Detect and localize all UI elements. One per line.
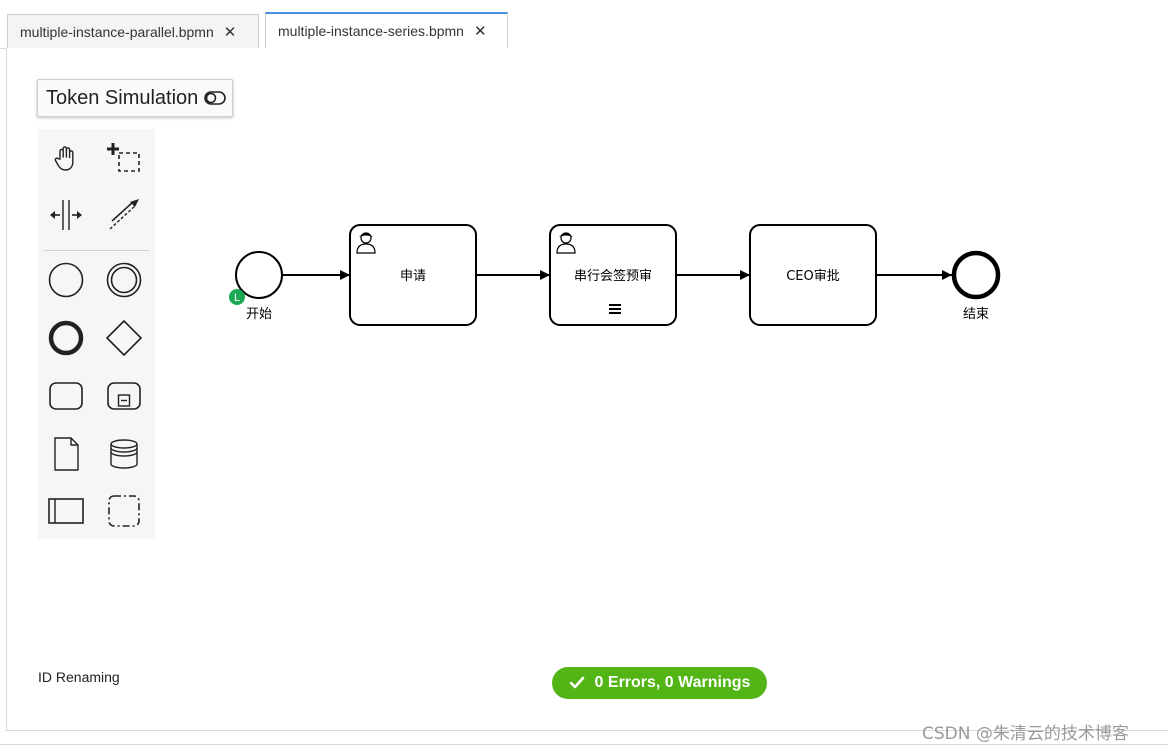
- palette-separator: [44, 250, 149, 251]
- end-event-icon[interactable]: [46, 318, 86, 358]
- global-connect-icon[interactable]: [104, 195, 144, 235]
- participant-icon[interactable]: [46, 491, 86, 531]
- hand-tool-icon[interactable]: [46, 138, 86, 178]
- gateway-icon[interactable]: [104, 318, 144, 358]
- intermediate-event-icon[interactable]: [104, 260, 144, 300]
- task-icon[interactable]: [46, 376, 86, 416]
- watermark: CSDN @朱清云的技术博客: [922, 724, 1129, 744]
- tool-palette: [38, 129, 155, 539]
- subprocess-icon[interactable]: [104, 376, 144, 416]
- check-icon: [569, 676, 584, 689]
- tab-label: multiple-instance-parallel.bpmn: [20, 23, 214, 40]
- tab-multiple-instance-series[interactable]: multiple-instance-series.bpmn ✕: [265, 12, 508, 48]
- close-icon[interactable]: ✕: [223, 23, 237, 41]
- tab-label: multiple-instance-series.bpmn: [278, 23, 464, 39]
- data-store-icon[interactable]: [104, 434, 144, 474]
- toggle-icon: [204, 91, 227, 105]
- bottom-divider: [0, 744, 1168, 745]
- lint-status-badge[interactable]: 0 Errors, 0 Warnings: [552, 667, 767, 699]
- token-simulation-button[interactable]: Token Simulation: [37, 79, 233, 117]
- token-simulation-label: Token Simulation: [46, 86, 199, 109]
- group-icon[interactable]: [104, 491, 144, 531]
- modeler-canvas[interactable]: [6, 48, 1168, 731]
- lint-status-label: 0 Errors, 0 Warnings: [594, 674, 751, 691]
- start-event-icon[interactable]: [46, 260, 86, 300]
- tab-bar: multiple-instance-parallel.bpmn ✕ multip…: [0, 0, 1168, 48]
- tab-multiple-instance-parallel[interactable]: multiple-instance-parallel.bpmn ✕: [7, 14, 259, 48]
- space-tool-icon[interactable]: [46, 195, 86, 235]
- lasso-tool-icon[interactable]: [104, 138, 144, 178]
- close-icon[interactable]: ✕: [473, 23, 487, 40]
- id-renaming-link[interactable]: ID Renaming: [38, 669, 120, 685]
- data-object-icon[interactable]: [46, 434, 86, 474]
